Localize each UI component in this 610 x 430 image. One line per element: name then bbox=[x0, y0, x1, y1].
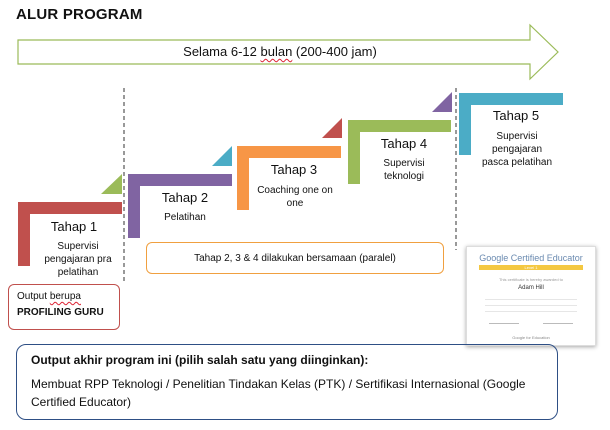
step-2-desc-line: Pelatihan bbox=[164, 212, 206, 223]
step-2-title: Tahap 2 bbox=[161, 190, 209, 205]
parallel-note-box: Tahap 2, 3 & 4 dilakukan bersamaan (para… bbox=[146, 242, 444, 274]
output-box-prefix: Output bbox=[17, 291, 50, 302]
step-5-desc-line: Supervisi bbox=[496, 131, 538, 142]
parallel-note-text: Tahap 2, 3 & 4 dilakukan bersamaan (para… bbox=[194, 252, 396, 264]
step-3-desc-line: one bbox=[286, 198, 304, 209]
output-box-line2: PROFILING GURU bbox=[17, 307, 104, 318]
step-5-shape bbox=[459, 93, 563, 155]
step-1-desc-line: pengajaran pra bbox=[44, 254, 112, 265]
output-profiling-box: Output berupa PROFILING GURU bbox=[8, 284, 120, 330]
step-3-shape bbox=[237, 146, 341, 210]
step-3-title: Tahap 3 bbox=[270, 162, 318, 177]
duration-word: bulan bbox=[260, 44, 293, 59]
duration-prefix: Selama 6-12 bbox=[183, 44, 261, 59]
step-4-shape bbox=[348, 120, 451, 184]
step-5-desc-line: pengajaran bbox=[491, 144, 543, 155]
step-5-desc: Supervisi pengajaran pasca pelatihan bbox=[474, 130, 560, 169]
duration-suffix: (200-400 jam) bbox=[292, 44, 377, 59]
step-4-desc-line: Supervisi bbox=[383, 158, 425, 169]
certificate-image: Google Certified Educator Level 1 This c… bbox=[466, 246, 596, 346]
certificate-line bbox=[485, 305, 577, 306]
step-5-title: Tahap 5 bbox=[492, 108, 540, 123]
step-2-desc: Pelatihan bbox=[150, 211, 220, 224]
step-3-accent bbox=[322, 118, 342, 138]
output-box-word: berupa bbox=[49, 291, 81, 302]
final-output-box: Output akhir program ini (pilih salah sa… bbox=[16, 344, 558, 420]
duration-arrow bbox=[17, 23, 559, 81]
step-4-desc: Supervisi teknologi bbox=[366, 157, 442, 183]
step-3-desc: Coaching one on one bbox=[251, 184, 339, 210]
certificate-name: Adam Hill bbox=[518, 285, 544, 291]
step-1-desc-line: pelatihan bbox=[57, 267, 99, 278]
duration-text: Selama 6-12 bulan (200-400 jam) bbox=[0, 44, 560, 59]
step-1-accent bbox=[101, 174, 122, 194]
step-5-desc-line: pasca pelatihan bbox=[481, 157, 553, 168]
output-box-line1: Output berupa bbox=[17, 291, 81, 302]
certificate-subtitle: This certificate is hereby awarded to bbox=[498, 277, 564, 282]
certificate-line bbox=[485, 311, 577, 312]
certificate-line bbox=[485, 299, 577, 300]
certificate-signature-line bbox=[543, 323, 573, 324]
certificate-title: Google Certified Educator bbox=[479, 253, 583, 263]
step-1-shape bbox=[18, 202, 122, 266]
step-3-desc-line: Coaching one on bbox=[257, 185, 333, 196]
certificate-footer: Google for Education bbox=[512, 335, 550, 340]
diagram-title: ALUR PROGRAM bbox=[16, 6, 143, 23]
certificate-signature-line bbox=[489, 323, 519, 324]
certificate-level-band: Level 1 bbox=[479, 265, 583, 270]
step-1-desc: Supervisi pengajaran pra pelatihan bbox=[36, 240, 120, 279]
certificate-level: Level 1 bbox=[524, 265, 538, 270]
step-4-accent bbox=[432, 92, 452, 112]
step-4-desc-line: teknologi bbox=[383, 171, 425, 182]
step-4-title: Tahap 4 bbox=[380, 136, 428, 151]
step-2-accent bbox=[212, 146, 232, 166]
step-2-shape bbox=[128, 174, 232, 238]
step-1-desc-line: Supervisi bbox=[57, 241, 99, 252]
final-output-body: Membuat RPP Teknologi / Penelitian Tinda… bbox=[31, 377, 526, 409]
final-output-heading: Output akhir program ini (pilih salah sa… bbox=[31, 353, 369, 367]
step-1-title: Tahap 1 bbox=[50, 219, 98, 234]
